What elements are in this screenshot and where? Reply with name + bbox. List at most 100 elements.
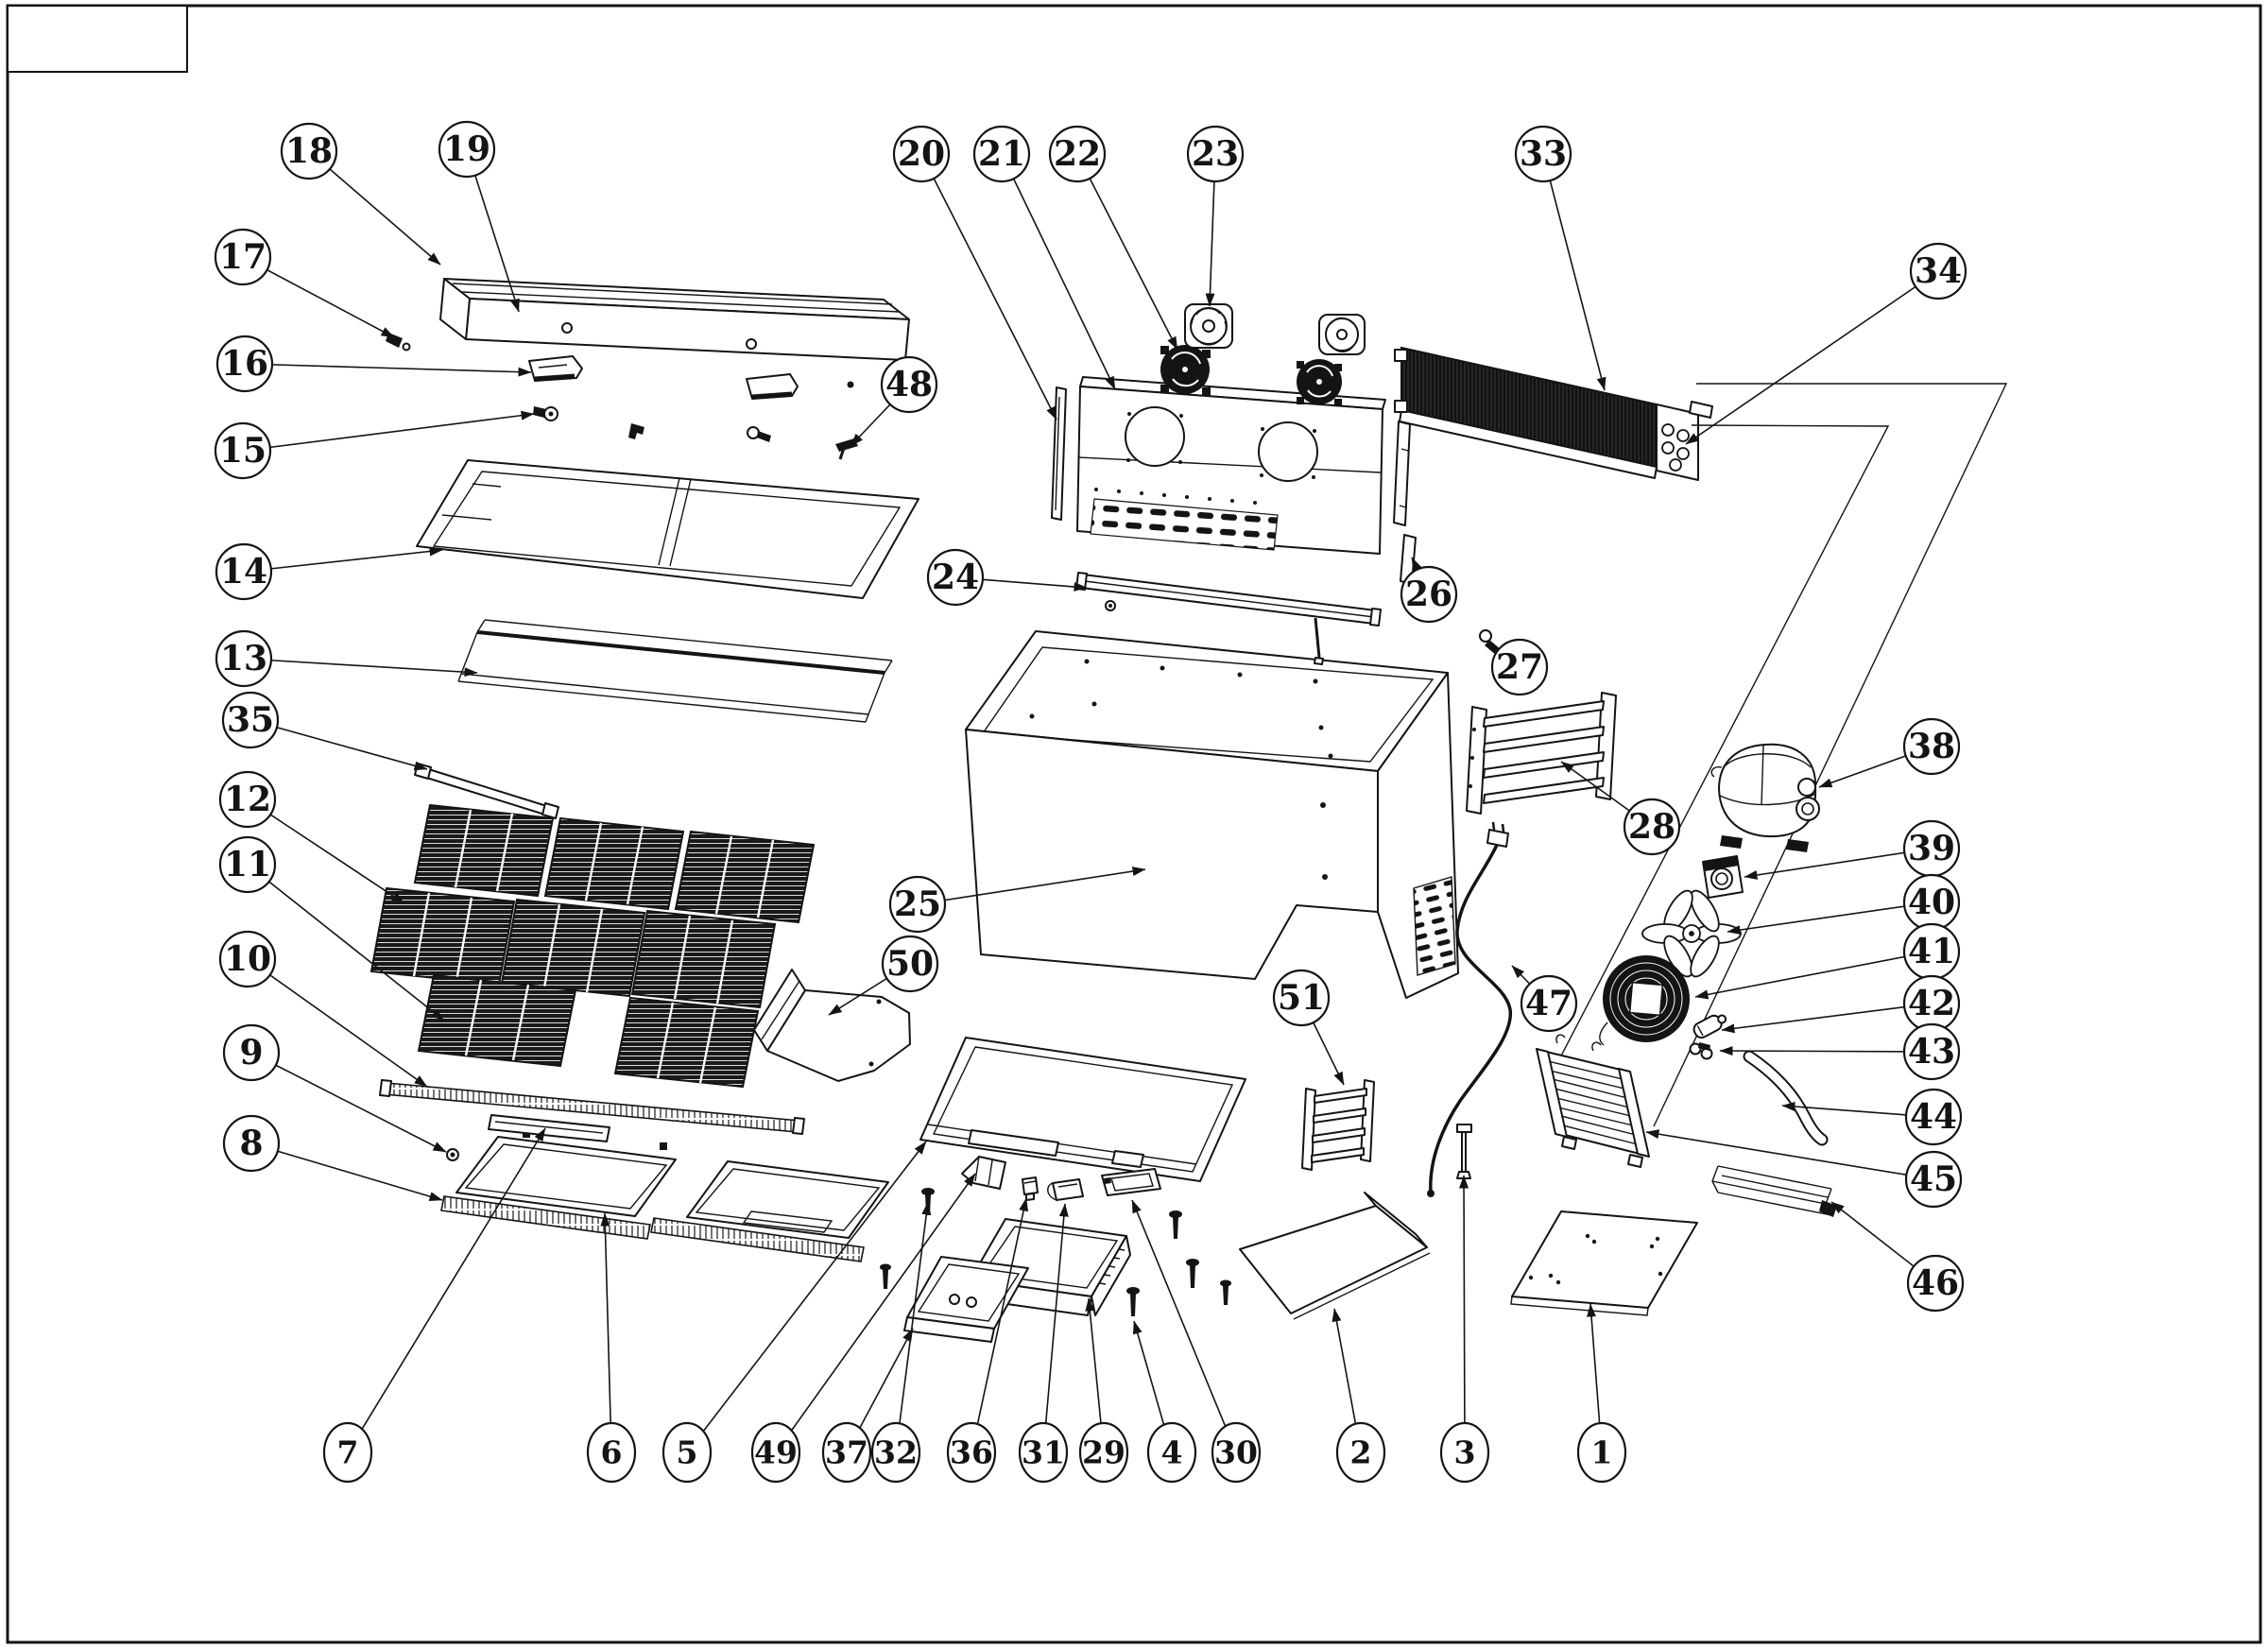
callout-balloon-45 — [1904, 1150, 1963, 1209]
callout-number-42: 42 — [1908, 984, 1955, 1023]
part-switch-30 — [1101, 1168, 1161, 1196]
part-tubing-coil-41 — [1599, 955, 1690, 1046]
lid-hole — [561, 322, 573, 334]
callout-leader-22 — [1076, 153, 1178, 351]
callout-balloon-17 — [214, 228, 272, 286]
callout-balloon-1 — [1576, 1421, 1627, 1484]
callout-balloon-36 — [946, 1421, 997, 1484]
part-rail-10 — [379, 1079, 805, 1150]
callout-number-7: 7 — [337, 1434, 359, 1471]
callout-leader-3 — [1459, 1175, 1469, 1453]
callout-leader-35 — [249, 719, 428, 771]
screw — [1169, 1210, 1182, 1239]
part-cabinet-25 — [965, 630, 1459, 999]
callout-number-36: 36 — [950, 1434, 993, 1471]
callout-leader-45 — [1645, 1129, 1934, 1180]
callout-number-8: 8 — [239, 1124, 263, 1163]
callout-number-10: 10 — [224, 939, 271, 979]
callout-leader-20 — [920, 153, 1057, 421]
callout-leader-13 — [243, 658, 478, 678]
construction-lines — [1556, 383, 2008, 1127]
fan-hole — [1258, 421, 1318, 482]
callout-leader-5 — [686, 1141, 927, 1453]
callout-balloon-4 — [1146, 1421, 1197, 1484]
callout-leader-40 — [1727, 901, 1933, 936]
callout-number-34: 34 — [1915, 251, 1962, 291]
callout-number-2: 2 — [1350, 1434, 1372, 1471]
part-fan-guards-23 — [1184, 303, 1366, 355]
callout-leader-15 — [242, 410, 535, 452]
part-screw-9 — [446, 1148, 459, 1161]
callout-number-4: 4 — [1161, 1434, 1183, 1471]
part-axial-fans-22 — [1160, 345, 1342, 406]
fan-left — [1160, 345, 1211, 396]
screw — [880, 1263, 891, 1289]
callout-balloon-34 — [1909, 242, 1967, 300]
fan-hole — [1125, 406, 1185, 467]
callout-leader-10 — [247, 958, 428, 1088]
callout-number-9: 9 — [239, 1033, 263, 1073]
part-rack-51 — [1301, 1079, 1375, 1171]
title-block — [7, 5, 188, 73]
part-drier-42 — [1692, 1014, 1727, 1039]
callout-balloon-12 — [218, 770, 277, 829]
callout-balloon-2 — [1335, 1421, 1386, 1484]
part-compressor-38 — [1710, 743, 1820, 852]
part-screws-cluster — [880, 1188, 1231, 1316]
part-lamp-clips-and-screws — [386, 333, 858, 460]
part-small-block-36 — [1022, 1176, 1039, 1201]
screw — [1186, 1259, 1199, 1288]
callout-balloon-46 — [1906, 1254, 1965, 1313]
callout-balloon-16 — [215, 335, 274, 393]
callout-number-46: 46 — [1912, 1263, 1959, 1303]
callout-balloon-9 — [222, 1023, 281, 1082]
callout-balloon-22 — [1048, 125, 1107, 183]
callout-number-6: 6 — [601, 1434, 623, 1471]
callout-number-30: 30 — [1214, 1434, 1258, 1471]
callout-number-26: 26 — [1405, 575, 1452, 614]
callout-number-25: 25 — [894, 884, 941, 924]
callout-balloon-15 — [214, 421, 272, 480]
callout-number-15: 15 — [219, 431, 266, 471]
callout-balloon-23 — [1186, 125, 1245, 183]
part-glass-trays-6 — [455, 1136, 889, 1239]
callout-leader-11 — [247, 864, 445, 1021]
callout-number-18: 18 — [285, 131, 333, 171]
screw — [1126, 1287, 1140, 1316]
callout-balloon-33 — [1514, 125, 1572, 183]
callout-balloon-43 — [1902, 1022, 1961, 1081]
callout-number-49: 49 — [754, 1434, 798, 1471]
callout-leader-42 — [1721, 1003, 1933, 1034]
strip-20 — [1051, 386, 1067, 521]
callout-leader-17 — [242, 256, 395, 338]
callout-number-28: 28 — [1628, 807, 1675, 847]
part-power-cord-47 — [1427, 821, 1512, 1197]
callout-leader-21 — [1001, 153, 1116, 390]
callout-leader-8 — [250, 1142, 443, 1201]
part-hose-44 — [1743, 1050, 1829, 1146]
callout-number-37: 37 — [825, 1434, 868, 1471]
part-top-lid — [439, 278, 910, 361]
callout-leader-36 — [971, 1197, 1029, 1453]
callout-balloon-51 — [1272, 969, 1331, 1027]
callout-number-3: 3 — [1454, 1434, 1476, 1471]
callout-number-5: 5 — [677, 1434, 698, 1471]
callout-balloon-25 — [888, 875, 947, 934]
callout-number-24: 24 — [932, 558, 979, 597]
callout-balloon-32 — [870, 1421, 921, 1484]
callout-balloon-5 — [662, 1421, 713, 1484]
callout-balloon-28 — [1623, 798, 1681, 856]
callout-number-50: 50 — [886, 944, 934, 984]
callout-number-39: 39 — [1908, 829, 1955, 868]
callout-number-29: 29 — [1082, 1434, 1125, 1471]
screw — [1220, 1279, 1231, 1305]
callout-number-11: 11 — [224, 845, 271, 884]
callout-leader-16 — [244, 363, 532, 377]
callout-leader-9 — [250, 1052, 447, 1153]
callout-balloon-44 — [1904, 1088, 1963, 1146]
callout-leader-32 — [895, 1201, 932, 1453]
part-fitting-43 — [1689, 1042, 1713, 1060]
callout-number-43: 43 — [1908, 1032, 1955, 1072]
